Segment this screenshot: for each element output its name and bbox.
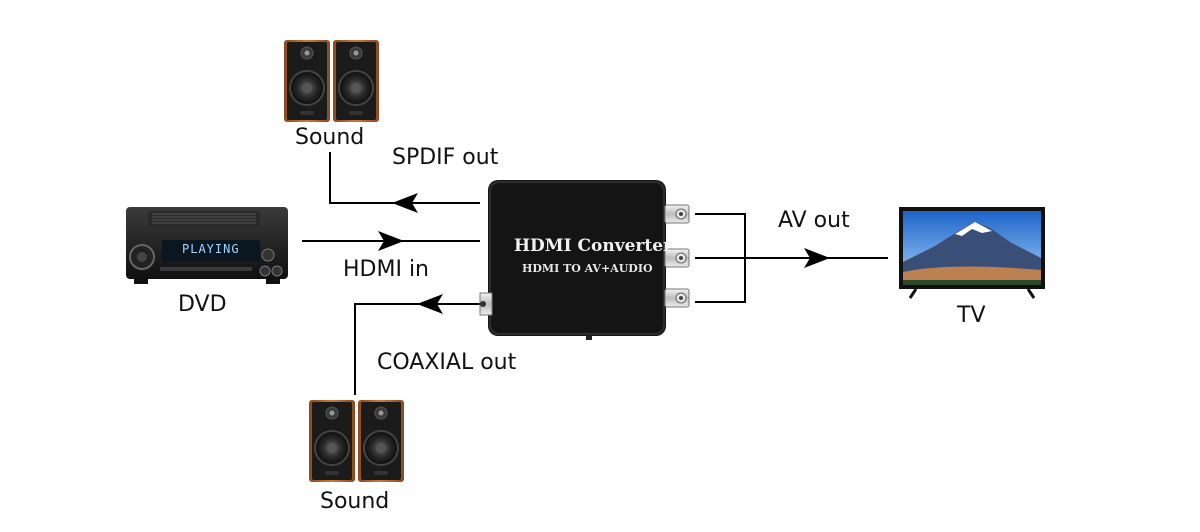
spdif-arrow-icon — [392, 193, 418, 213]
av-out-arrow-icon — [804, 248, 830, 268]
dvd-display-text: PLAYING — [182, 242, 240, 256]
speaker-pair-top — [283, 39, 380, 123]
spdif-out-label: SPDIF out — [392, 145, 499, 170]
sound-top-label: Sound — [295, 125, 365, 150]
hdmi-in-arrow-icon — [378, 231, 404, 251]
rca-jack-bottom — [664, 288, 690, 308]
coaxial-line — [354, 303, 480, 395]
connection-lines — [302, 152, 888, 395]
dvd-player — [126, 207, 288, 284]
arrow-heads — [378, 193, 830, 314]
rca-jack-top — [664, 204, 690, 224]
speaker-icon — [357, 399, 405, 483]
converter-subtitle: HDMI TO AV+AUDIO — [522, 262, 653, 275]
hdmi-in-label: HDMI in — [343, 257, 430, 282]
converter-title: HDMI Converter — [514, 236, 672, 256]
speaker-icon — [308, 399, 356, 483]
coaxial-arrow-icon — [417, 294, 443, 314]
tv — [899, 207, 1045, 299]
dvd-label: DVD — [178, 292, 227, 317]
speaker-pair-bottom — [308, 399, 405, 483]
speaker-icon — [332, 39, 380, 123]
coaxial-jack — [479, 292, 493, 316]
spdif-line — [329, 152, 480, 204]
coaxial-out-label: COAXIAL out — [377, 350, 517, 375]
speaker-icon — [283, 39, 331, 123]
av-out-label: AV out — [778, 208, 850, 233]
tv-label: TV — [957, 303, 986, 328]
sound-bottom-label: Sound — [320, 489, 390, 514]
hdmi-converter — [479, 180, 690, 340]
